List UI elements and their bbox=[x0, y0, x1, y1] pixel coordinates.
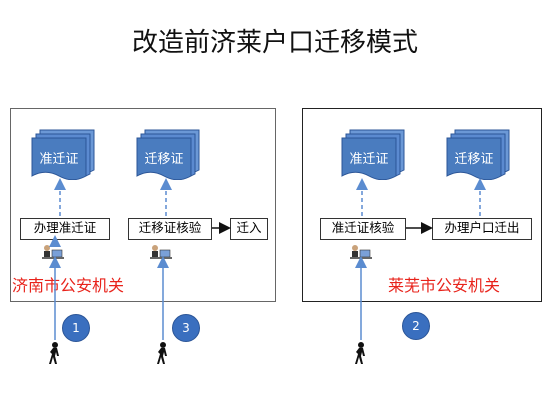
walking-person-icon bbox=[49, 342, 59, 364]
doc-label: 迁移证 bbox=[454, 152, 494, 167]
jinan-permit-document: 准迁证 bbox=[30, 128, 100, 180]
step-badge: 2 bbox=[402, 312, 430, 340]
verify-migration-box: 迁移证核验 bbox=[128, 218, 212, 240]
laiwu-office-label: 莱芜市公安机关 bbox=[388, 276, 501, 295]
process-moveout-box: 办理户口迁出 bbox=[432, 218, 532, 240]
officer-icon bbox=[350, 245, 372, 259]
jinan-migration-document: 迁移证 bbox=[135, 128, 205, 180]
laiwu-migration-document: 迁移证 bbox=[445, 128, 515, 180]
apply-permit-box: 办理准迁证 bbox=[20, 218, 110, 240]
verify-permit-box: 准迁证核验 bbox=[320, 218, 406, 240]
laiwu-permit-document: 准迁证 bbox=[340, 128, 410, 180]
step-badge: 1 bbox=[62, 314, 90, 342]
move-in-box: 迁入 bbox=[230, 218, 268, 240]
doc-label: 准迁证 bbox=[349, 152, 389, 167]
officer-icon bbox=[42, 245, 64, 259]
walking-person-icon bbox=[355, 342, 365, 364]
walking-person-icon bbox=[157, 342, 167, 364]
jinan-office-label: 济南市公安机关 bbox=[12, 276, 125, 295]
doc-label: 准迁证 bbox=[39, 152, 79, 167]
officer-icon bbox=[150, 245, 172, 259]
diagram-title: 改造前济莱户口迁移模式 bbox=[131, 28, 418, 58]
step-badge: 3 bbox=[172, 314, 200, 342]
doc-label: 迁移证 bbox=[144, 152, 184, 167]
